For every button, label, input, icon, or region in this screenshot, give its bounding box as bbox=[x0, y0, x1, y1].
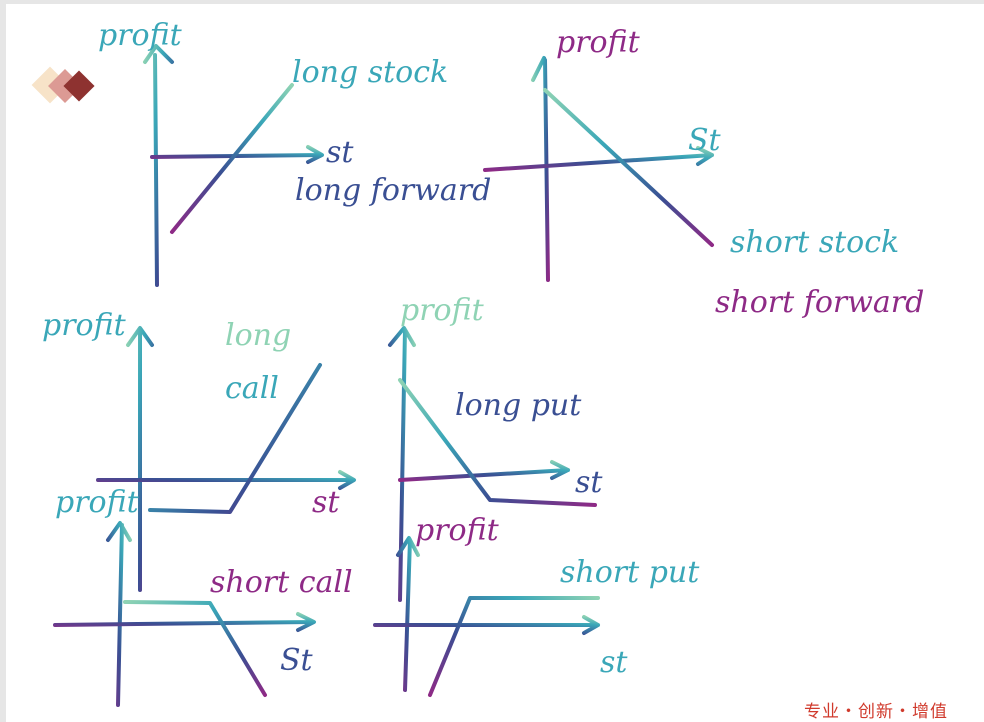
label-short-call: short call bbox=[210, 565, 353, 600]
y-axis bbox=[396, 536, 420, 692]
payoff-line bbox=[170, 83, 294, 234]
x-axis-label: St bbox=[688, 123, 722, 158]
label-short-put: short put bbox=[560, 555, 700, 590]
label-short-stock: short stock bbox=[730, 225, 899, 260]
footer-slogan: 专业・创新・增值 bbox=[804, 702, 948, 722]
label-long-put: long put bbox=[455, 388, 582, 423]
x-axis-label: st bbox=[600, 645, 628, 680]
payoff-line bbox=[398, 378, 597, 507]
diagram-long-stock: profit st long stock long forward bbox=[98, 18, 491, 287]
payoff-line bbox=[123, 600, 267, 697]
label-long-call-2: call bbox=[225, 371, 279, 406]
x-axis-label: st bbox=[312, 485, 340, 520]
y-axis-label: profit bbox=[556, 25, 641, 60]
x-axis-label: st bbox=[326, 135, 354, 170]
diagram-short-stock: profit St short stock short forward bbox=[483, 25, 924, 320]
x-axis bbox=[483, 146, 714, 172]
label-short-forward: short forward bbox=[715, 285, 924, 320]
y-axis bbox=[126, 326, 154, 592]
y-axis bbox=[531, 56, 550, 282]
x-axis-label: St bbox=[280, 643, 314, 678]
payoff-line bbox=[148, 363, 322, 514]
label-long-forward: long forward bbox=[295, 173, 491, 208]
label-long-stock: long stock bbox=[292, 55, 448, 90]
payoff-line bbox=[543, 88, 714, 247]
y-axis-label: profit bbox=[55, 485, 140, 520]
x-axis bbox=[398, 460, 570, 482]
diagram-long-put: profit st long put bbox=[388, 293, 603, 602]
x-axis bbox=[373, 615, 600, 635]
logo-diamonds-icon bbox=[31, 66, 95, 104]
y-axis bbox=[388, 326, 416, 602]
label-long-call-1: long bbox=[225, 318, 291, 353]
y-axis-label: profit bbox=[42, 308, 127, 343]
y-axis-label: profit bbox=[400, 293, 485, 328]
y-axis bbox=[106, 521, 132, 707]
y-axis-label: profit bbox=[415, 513, 500, 548]
diagram-short-call: profit St short call bbox=[53, 485, 353, 707]
x-axis-label: st bbox=[575, 465, 603, 500]
diagram-short-put: profit st short put bbox=[373, 513, 700, 697]
x-axis bbox=[53, 612, 316, 632]
payoff-line bbox=[428, 596, 600, 697]
y-axis-label: profit bbox=[98, 18, 183, 53]
y-axis bbox=[143, 44, 174, 287]
diagram-long-call: profit st long call bbox=[42, 308, 356, 592]
x-axis bbox=[96, 470, 356, 490]
slide: profit st long stock long forward profit… bbox=[6, 4, 984, 722]
